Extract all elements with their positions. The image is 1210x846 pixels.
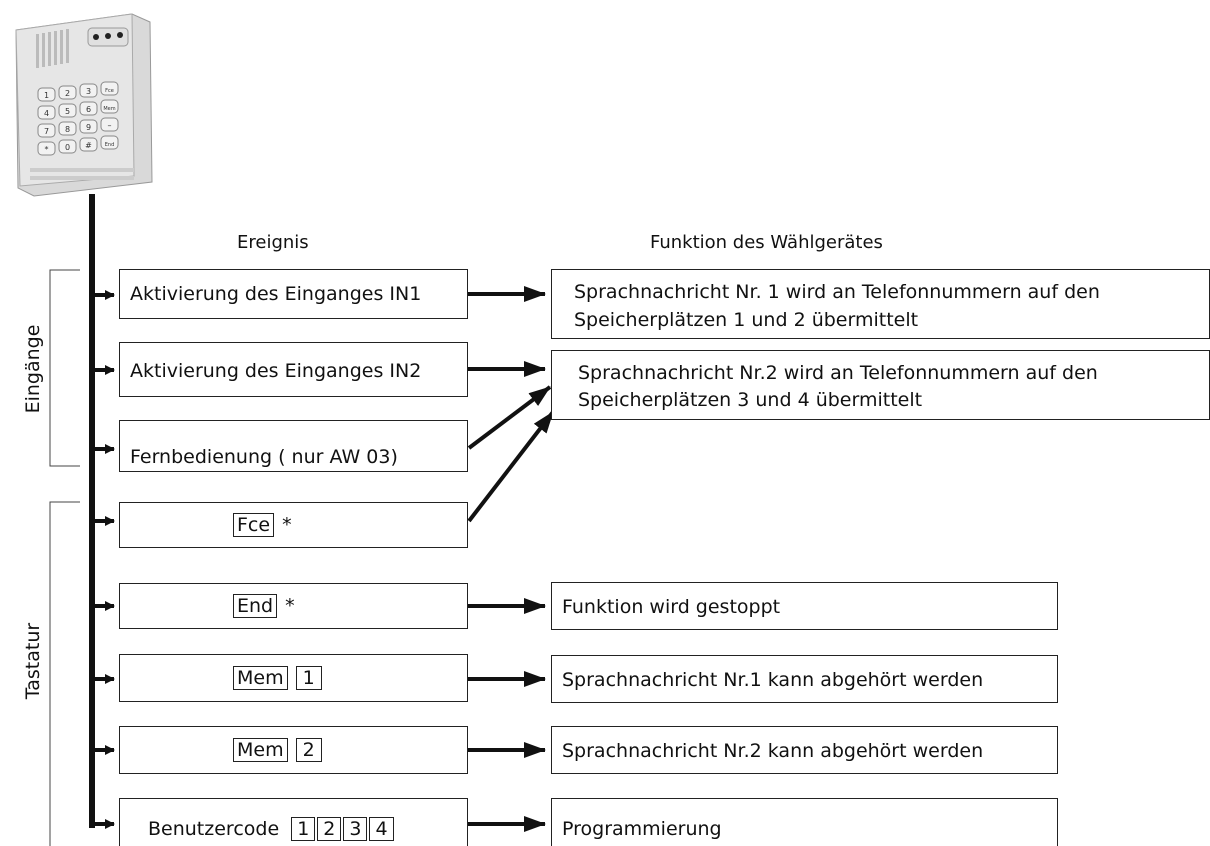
device-key-label: 2 [65, 89, 70, 98]
function-box-play2: Sprachnachricht Nr.2 kann abgehört werde… [551, 726, 1058, 774]
event-column-header: Ereignis [237, 232, 309, 253]
event-box-mem2: Mem 2 [119, 726, 468, 774]
code-digit-1: 1 [291, 817, 316, 841]
device-key [37, 123, 56, 138]
device-key [58, 103, 77, 118]
event-box-remote: Fernbedienung ( nur AW 03) [119, 420, 468, 472]
alarm-dialer-device-icon: 1 2 3 Fce 4 5 6 Mem 7 8 9 – * 0 # End [15, 13, 153, 197]
device-key-label: 0 [65, 143, 70, 152]
mem-key: Mem [233, 738, 288, 762]
device-key-label: 5 [65, 107, 70, 116]
event-label-in2: Aktivierung des Einganges IN2 [130, 360, 422, 382]
function-box-msg2: Sprachnachricht Nr.2 wird an Telefonnumm… [551, 350, 1210, 420]
function-program-label: Programmierung [562, 818, 722, 840]
function-box-play1: Sprachnachricht Nr.1 kann abgehört werde… [551, 655, 1058, 703]
device-key-label: 9 [86, 123, 91, 132]
device-key [79, 101, 98, 116]
function-box-program: Programmierung [551, 798, 1058, 846]
end-key: End [233, 594, 278, 618]
event-box-end: End * [119, 583, 468, 629]
device-key [37, 141, 56, 156]
device-key [100, 81, 119, 96]
code-digit-2: 2 [317, 817, 342, 841]
device-key [100, 135, 119, 150]
device-key-label: 8 [65, 125, 70, 134]
mem-key: Mem [233, 666, 288, 690]
device-key-label: 6 [86, 105, 91, 114]
device-key [79, 119, 98, 134]
device-key-label: 4 [44, 109, 49, 118]
function-msg2-line2: Speicherplätzen 3 und 4 übermittelt [578, 389, 923, 411]
device-key-label: Fce [105, 88, 114, 94]
function-msg1-line2: Speicherplätzen 1 und 2 übermittelt [574, 309, 919, 331]
function-stop-label: Funktion wird gestoppt [562, 596, 781, 618]
device-key-label: Mem [103, 106, 115, 112]
device-key [79, 137, 98, 152]
function-box-stop: Funktion wird gestoppt [551, 582, 1058, 630]
event-label-in1: Aktivierung des Einganges IN1 [130, 283, 422, 305]
keyboard-group-label: Tastatur [22, 622, 44, 700]
device-key-label: # [85, 141, 92, 150]
device-key-label: – [108, 121, 112, 130]
device-key [37, 105, 56, 120]
user-code-label: Benutzercode [148, 818, 280, 840]
event-label-end: End * [233, 594, 295, 618]
event-box-in2: Aktivierung des Einganges IN2 [119, 342, 468, 397]
device-key [100, 117, 119, 132]
device-key-label: 1 [44, 91, 49, 100]
device-key [58, 121, 77, 136]
device-key [58, 139, 77, 154]
digit-key: 1 [295, 666, 322, 690]
end-suffix: * [285, 595, 295, 617]
function-play1-label: Sprachnachricht Nr.1 kann abgehört werde… [562, 669, 984, 691]
device-key [37, 87, 56, 102]
device-key [58, 85, 77, 100]
device-key-label: * [45, 145, 49, 154]
digit-key: 2 [295, 738, 322, 762]
event-label-mem2: Mem 2 [233, 738, 324, 762]
device-keypad: 1 2 3 Fce 4 5 6 Mem 7 8 9 – * 0 # End [37, 81, 119, 156]
code-digit-3: 3 [343, 817, 368, 841]
device-key [79, 83, 98, 98]
device-key-label: 7 [44, 127, 49, 136]
event-label-remote: Fernbedienung ( nur AW 03) [130, 446, 398, 468]
event-box-mem1: Mem 1 [119, 654, 468, 702]
function-box-msg1: Sprachnachricht Nr. 1 wird an Telefonnum… [551, 269, 1210, 339]
event-box-in1: Aktivierung des Einganges IN1 [119, 269, 468, 319]
fce-key: Fce [233, 513, 275, 537]
function-column-header: Funktion des Wählgerätes [650, 232, 883, 253]
code-digit-4: 4 [369, 817, 394, 841]
device-key [100, 99, 119, 114]
fce-suffix: * [282, 514, 292, 536]
device-key-label: 3 [86, 87, 91, 96]
function-msg2-line1: Sprachnachricht Nr.2 wird an Telefonnumm… [578, 362, 1098, 384]
event-box-fce: Fce * [119, 502, 468, 548]
device-key-label: End [105, 142, 115, 148]
event-label-mem1: Mem 1 [233, 666, 324, 690]
function-msg1-line1: Sprachnachricht Nr. 1 wird an Telefonnum… [574, 281, 1100, 303]
event-label-fce: Fce * [233, 513, 292, 537]
inputs-group-label: Eingänge [22, 324, 44, 414]
function-play2-label: Sprachnachricht Nr.2 kann abgehört werde… [562, 740, 984, 762]
